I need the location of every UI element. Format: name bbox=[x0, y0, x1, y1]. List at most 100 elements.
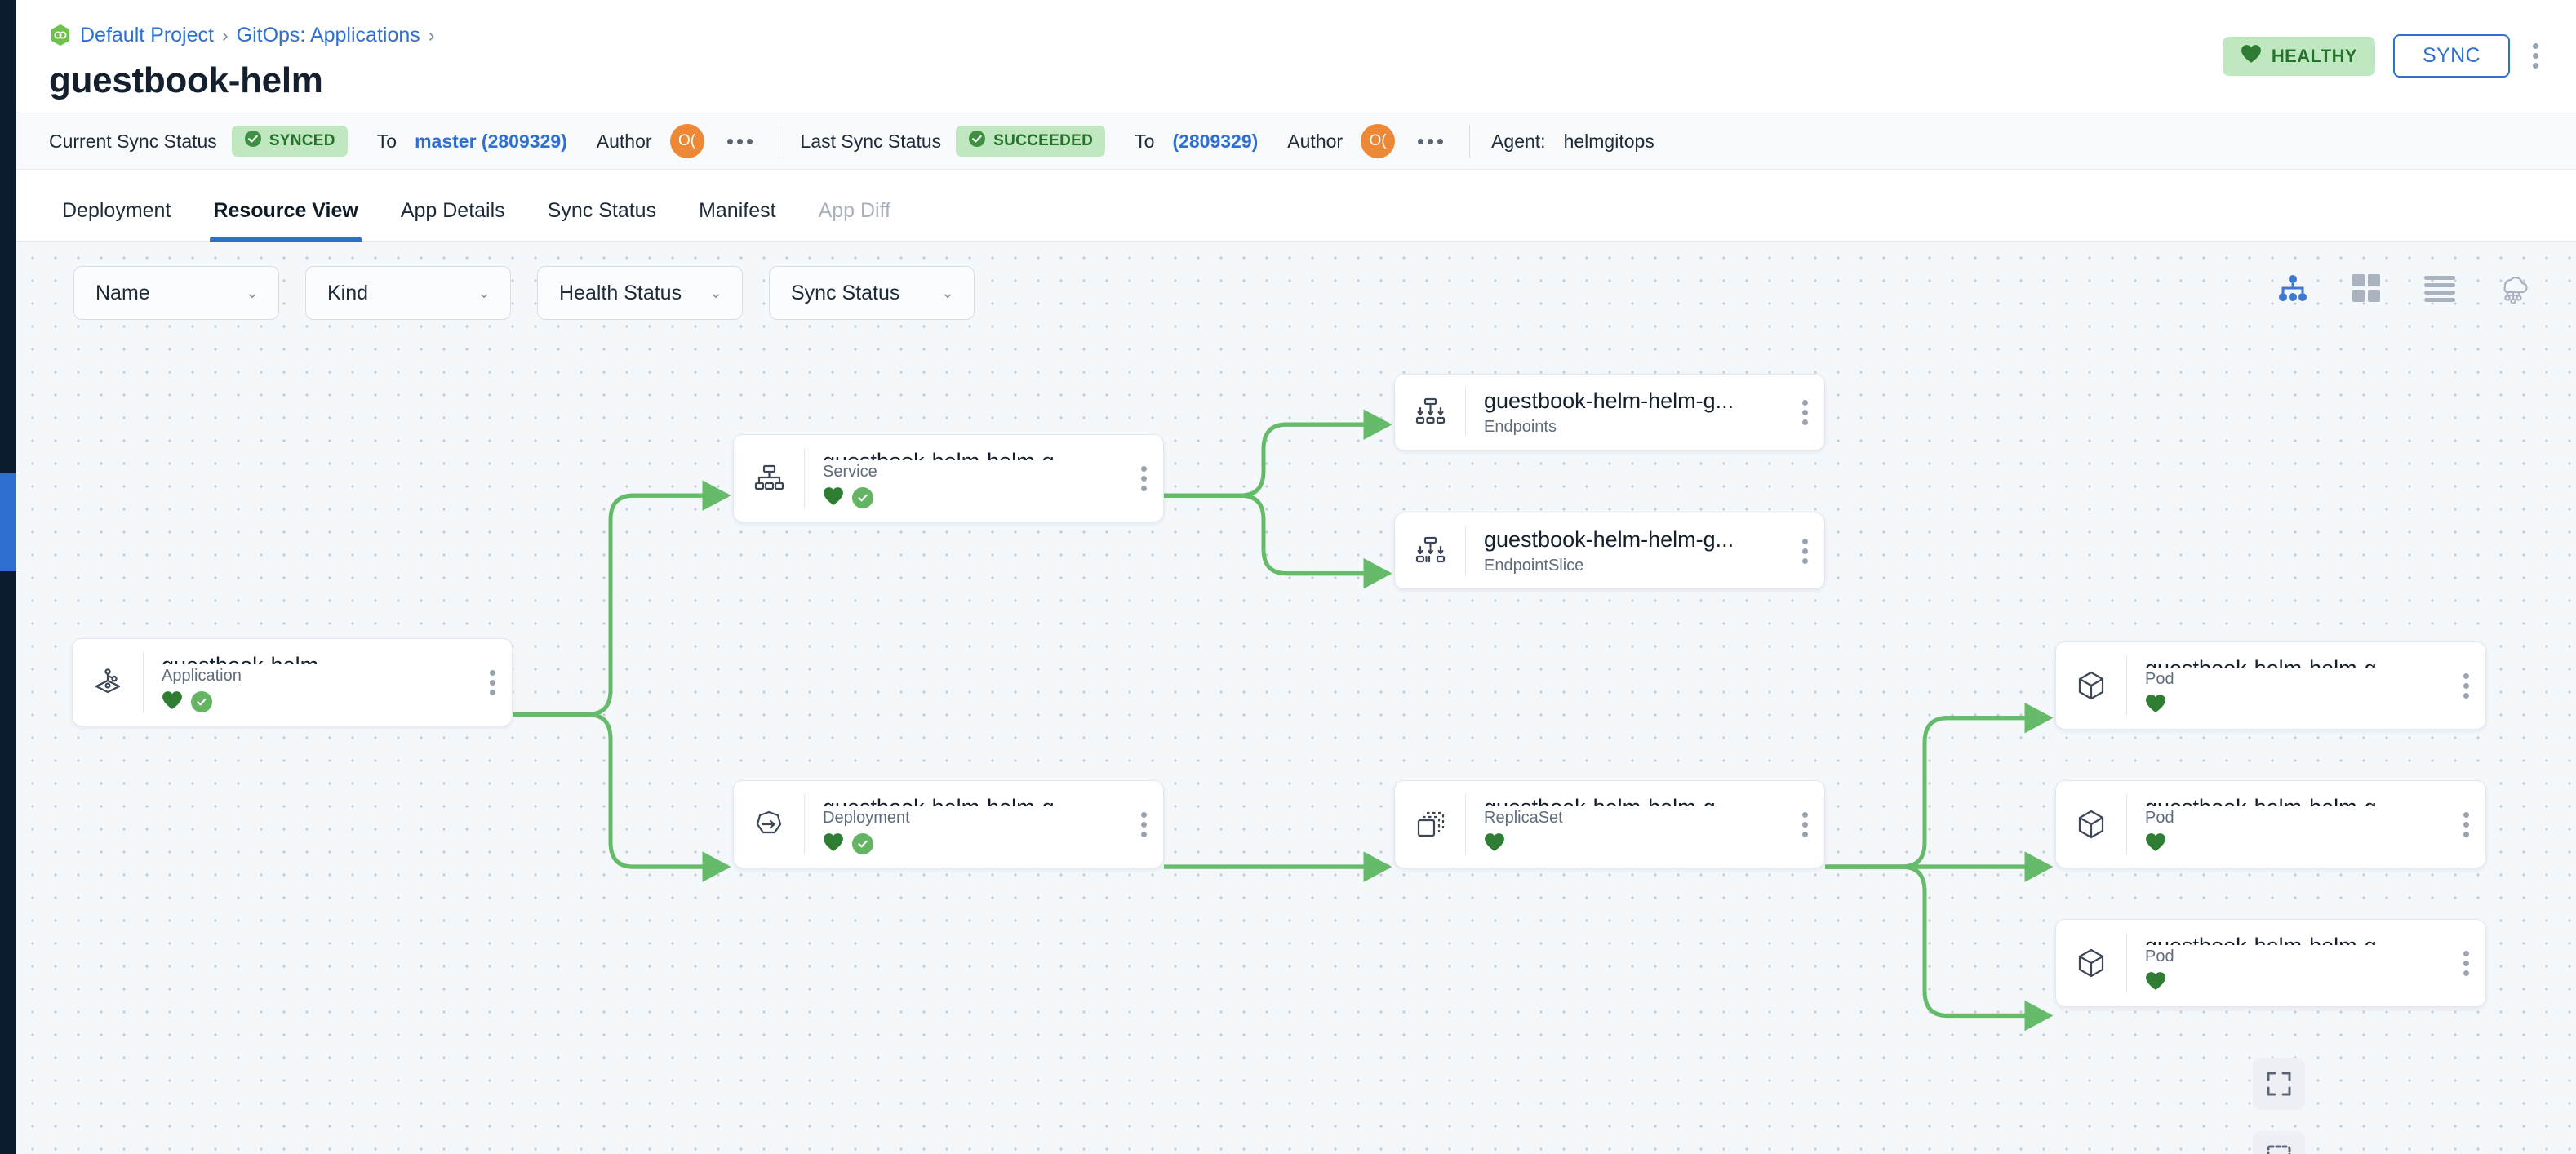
page-title: guestbook-helm bbox=[49, 60, 323, 100]
pod-icon bbox=[2056, 642, 2126, 729]
current-sync-overflow-icon[interactable] bbox=[722, 134, 757, 149]
node-status-icons bbox=[2145, 972, 2446, 993]
graph-node-pod[interactable]: guestbook-helm-helm-g...Pod bbox=[2055, 780, 2486, 868]
node-menu-icon[interactable] bbox=[2446, 642, 2485, 729]
node-body: guestbook-helm-helm-g...EndpointSlice bbox=[1466, 513, 1785, 588]
tab-resource-view[interactable]: Resource View bbox=[192, 199, 379, 242]
node-name: guestbook-helm-helm-g... bbox=[2145, 655, 2446, 668]
last-revision-link[interactable]: (2809329) bbox=[1172, 130, 1259, 152]
filter-health-status[interactable]: Health Status⌄ bbox=[537, 266, 743, 320]
node-menu-icon[interactable] bbox=[1124, 781, 1163, 868]
filter-sync-status[interactable]: Sync Status⌄ bbox=[769, 266, 975, 320]
graph-node-endpoints[interactable]: guestbook-helm-helm-g...Endpoints bbox=[1394, 374, 1825, 451]
tab-sync-status[interactable]: Sync Status bbox=[547, 199, 657, 222]
breadcrumb-separator: › bbox=[221, 24, 229, 46]
edge-replicaset-to-pod1 bbox=[1825, 702, 2054, 869]
agent-label: Agent: bbox=[1491, 130, 1546, 152]
application-icon bbox=[73, 639, 143, 726]
left-nav-rail[interactable] bbox=[0, 0, 16, 1154]
node-body: guestbook-helm-helm-g...Endpoints bbox=[1466, 375, 1785, 450]
node-menu-icon[interactable] bbox=[473, 639, 512, 726]
filter-label: Health Status bbox=[559, 281, 682, 304]
tab-deployment[interactable]: Deployment bbox=[62, 199, 171, 222]
filter-label: Sync Status bbox=[791, 281, 900, 304]
resource-graph-canvas[interactable]: Name⌄Kind⌄Health Status⌄Sync Status⌄ bbox=[16, 242, 2576, 1154]
current-revision-link[interactable]: master (2809329) bbox=[415, 130, 567, 152]
chevron-down-icon: ⌄ bbox=[246, 284, 259, 302]
node-name: guestbook-helm bbox=[162, 652, 473, 664]
header-actions: HEALTHY SYNC bbox=[2222, 34, 2543, 78]
agent-value: helmgitops bbox=[1563, 130, 1654, 152]
node-menu-icon[interactable] bbox=[1785, 513, 1824, 588]
edge-service-to-endpointslice bbox=[1164, 493, 1392, 589]
status-bar: Current Sync Status SYNCED To master (28… bbox=[16, 113, 2576, 170]
node-divider bbox=[804, 448, 805, 508]
page-header: Default Project › GitOps: Applications ›… bbox=[16, 0, 2576, 113]
node-menu-icon[interactable] bbox=[2446, 781, 2485, 868]
node-name: guestbook-helm-helm-g... bbox=[1484, 794, 1785, 806]
node-body: guestbook-helmApplication bbox=[144, 639, 473, 726]
edge-replicaset-to-pod3 bbox=[1825, 864, 2054, 1032]
node-kind: EndpointSlice bbox=[1484, 556, 1584, 575]
sync-check-icon bbox=[191, 691, 212, 712]
avatar[interactable]: O( bbox=[1361, 124, 1396, 158]
graph-node-pod[interactable]: guestbook-helm-helm-g...Pod bbox=[2055, 919, 2486, 1007]
tab-app-details[interactable]: App Details bbox=[400, 199, 505, 222]
node-body: guestbook-helm-helm-g...Pod bbox=[2127, 781, 2446, 868]
node-menu-icon[interactable] bbox=[2446, 920, 2485, 1006]
kebab-menu-icon[interactable] bbox=[2528, 38, 2543, 73]
node-status-icons bbox=[823, 833, 1124, 854]
node-status-icons bbox=[162, 691, 473, 712]
node-kind: Deployment bbox=[823, 809, 910, 827]
last-sync-status-text: SUCCEEDED bbox=[993, 132, 1094, 149]
filter-name[interactable]: Name⌄ bbox=[73, 266, 279, 320]
tab-manifest[interactable]: Manifest bbox=[699, 199, 776, 222]
heart-icon bbox=[2145, 694, 2166, 717]
status-divider bbox=[1469, 125, 1471, 158]
avatar[interactable]: O( bbox=[669, 124, 704, 158]
node-divider bbox=[2126, 655, 2127, 716]
breadcrumb: Default Project › GitOps: Applications › bbox=[49, 21, 2543, 49]
heart-icon bbox=[2241, 44, 2262, 69]
node-divider bbox=[804, 794, 805, 854]
node-divider bbox=[2126, 794, 2127, 854]
node-divider bbox=[1465, 794, 1466, 854]
filter-kind[interactable]: Kind⌄ bbox=[305, 266, 511, 320]
selection-box-icon[interactable] bbox=[2253, 1131, 2305, 1154]
graph-node-endpointslice[interactable]: guestbook-helm-helm-g...EndpointSlice bbox=[1394, 513, 1825, 589]
service-icon bbox=[734, 435, 804, 522]
grid-view-icon[interactable] bbox=[2347, 269, 2385, 307]
node-status-icons bbox=[2145, 695, 2446, 716]
endpointslice-icon bbox=[1395, 513, 1465, 588]
breadcrumb-item-applications[interactable]: GitOps: Applications bbox=[236, 23, 420, 47]
node-body: guestbook-helm-helm-g...Pod bbox=[2127, 920, 2446, 1006]
main-content: Default Project › GitOps: Applications ›… bbox=[16, 0, 2576, 1154]
health-status-badge: HEALTHY bbox=[2222, 36, 2375, 76]
graph-node-service[interactable]: guestbook-helm-helm-g...Service bbox=[733, 434, 1164, 522]
node-kind: Endpoints bbox=[1484, 417, 1557, 436]
graph-node-application[interactable]: guestbook-helmApplication bbox=[72, 638, 513, 726]
graph-node-deployment[interactable]: guestbook-helm-helm-g...Deployment bbox=[733, 780, 1164, 868]
list-view-icon[interactable] bbox=[2421, 269, 2458, 307]
endpoints-icon bbox=[1395, 375, 1465, 450]
graph-node-pod[interactable]: guestbook-helm-helm-g...Pod bbox=[2055, 641, 2486, 730]
node-menu-icon[interactable] bbox=[1785, 375, 1824, 450]
graph-container: guestbook-helmApplication guestbook-helm-… bbox=[16, 242, 2576, 1154]
fullscreen-icon[interactable] bbox=[2253, 1058, 2305, 1110]
node-kind: Application bbox=[162, 667, 242, 685]
current-sync-status-badge: SYNCED bbox=[231, 126, 348, 157]
node-divider bbox=[2126, 933, 2127, 993]
breadcrumb-item-project[interactable]: Default Project bbox=[80, 23, 214, 47]
sync-button[interactable]: SYNC bbox=[2392, 34, 2510, 78]
node-menu-icon[interactable] bbox=[1785, 781, 1824, 868]
graph-node-replicaset[interactable]: guestbook-helm-helm-g...ReplicaSet bbox=[1394, 780, 1825, 868]
last-sync-overflow-icon[interactable] bbox=[1413, 134, 1448, 149]
node-status-icons bbox=[823, 487, 1124, 508]
network-topology-icon[interactable] bbox=[2494, 269, 2532, 307]
node-kind: Pod bbox=[2145, 948, 2174, 965]
tree-view-icon[interactable] bbox=[2274, 269, 2312, 307]
edge-app-to-deployment bbox=[513, 712, 731, 882]
node-divider bbox=[1465, 526, 1466, 575]
replicaset-icon bbox=[1395, 781, 1465, 868]
node-menu-icon[interactable] bbox=[1124, 435, 1163, 522]
